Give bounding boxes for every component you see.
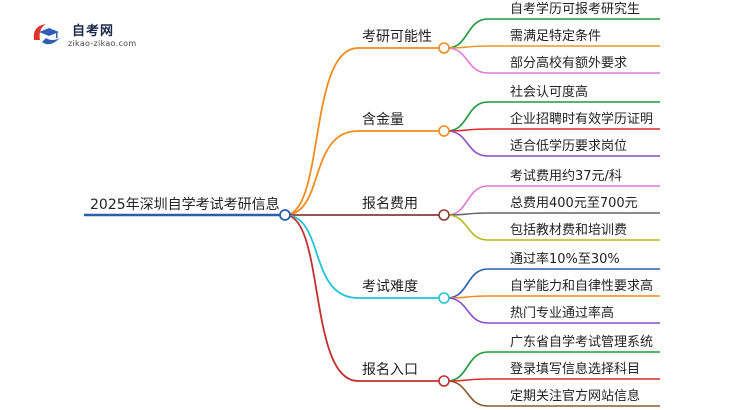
leaf-label: 企业招聘时有效学历证明 — [510, 111, 653, 127]
item-connector — [446, 101, 489, 132]
leaf-label: 包括教材费和培训费 — [510, 222, 627, 238]
branch-connector — [284, 47, 359, 216]
leaf-label: 热门专业通过率高 — [510, 305, 614, 321]
leaf-label: 自学能力和自律性要求高 — [510, 278, 653, 294]
branch-node-circle — [438, 375, 450, 387]
branch-label: 考试难度 — [362, 279, 418, 295]
branch-label: 报名费用 — [362, 196, 418, 212]
logo-title: 自考网 — [72, 24, 115, 39]
item-connector — [446, 268, 489, 299]
leaf-label: 总费用400元至700元 — [510, 196, 638, 211]
branch-node-circle — [438, 209, 450, 221]
graduation-cap-logo-icon — [33, 24, 60, 45]
logo-url: zikao-zikao.com — [68, 39, 137, 48]
item-connector — [446, 214, 489, 241]
leaf-label: 社会认可度高 — [510, 84, 588, 100]
item-connector — [446, 351, 489, 382]
leaf-label: 自考学历可报考研究生 — [510, 1, 640, 17]
branch-label: 考研可能性 — [362, 29, 432, 45]
leaf-label: 定期关注官方网站信息 — [510, 388, 640, 404]
leaf-label: 部分高校有额外要求 — [510, 55, 627, 71]
mind-map-edges — [84, 18, 660, 407]
leaf-label: 需满足特定条件 — [510, 28, 601, 44]
item-connector — [446, 380, 489, 407]
item-connector — [446, 47, 489, 74]
item-connector — [446, 185, 489, 216]
mind-map-nodes: 2025年深圳自学考试考研信息 考研可能性 自考学历可报考研究生需满足特定条件部分高… — [90, 1, 653, 404]
leaf-label: 通过率10%至30% — [510, 251, 620, 267]
leaf-label: 考试费用约37元/科 — [510, 169, 622, 184]
root-label: 2025年深圳自学考试考研信息 — [90, 196, 280, 213]
site-logo[interactable]: 自考网 zikao-zikao.com — [30, 18, 170, 58]
branch-connector — [284, 214, 359, 382]
item-connector — [446, 130, 489, 157]
branch-node-circle — [438, 125, 450, 137]
branch-label: 报名入口 — [362, 362, 418, 378]
branch-connector — [284, 130, 359, 216]
leaf-label: 登录填写信息选择科目 — [510, 361, 640, 377]
leaf-label: 适合低学历要求岗位 — [510, 138, 627, 154]
root-node-circle — [279, 209, 291, 221]
branch-node-circle — [438, 42, 450, 54]
item-connector — [446, 297, 489, 324]
item-connector — [446, 18, 489, 49]
branch-node-circle — [438, 292, 450, 304]
branch-connector — [284, 214, 359, 299]
branch-label: 含金量 — [362, 112, 404, 128]
leaf-label: 广东省自学考试管理系统 — [510, 334, 653, 350]
